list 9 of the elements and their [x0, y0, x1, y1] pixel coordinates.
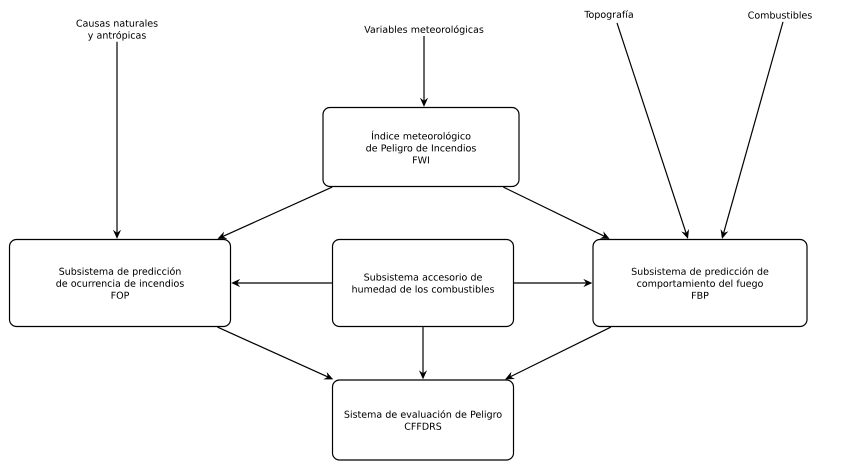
input-label: Combustibles: [748, 11, 812, 19]
input-label: Topografía: [584, 10, 633, 20]
process-box: Índice meteorológico de Peligro de Incendios FWI: [322, 106, 520, 188]
input-label: Variables meteorológicas: [364, 25, 484, 35]
process-box: Subsistema accesorio de humedad de los combustibles: [332, 238, 514, 328]
process-box: Subsistema de predicción de comportamiento del fuego FBP: [592, 238, 808, 328]
process-box: Subsistema de predicción de ocurrencia de incendios FOP: [8, 238, 232, 328]
input-label: Causas naturales y antrópicas: [76, 19, 158, 41]
process-box: Sistema de evaluación de Peligro CFFDRS: [332, 379, 514, 461]
